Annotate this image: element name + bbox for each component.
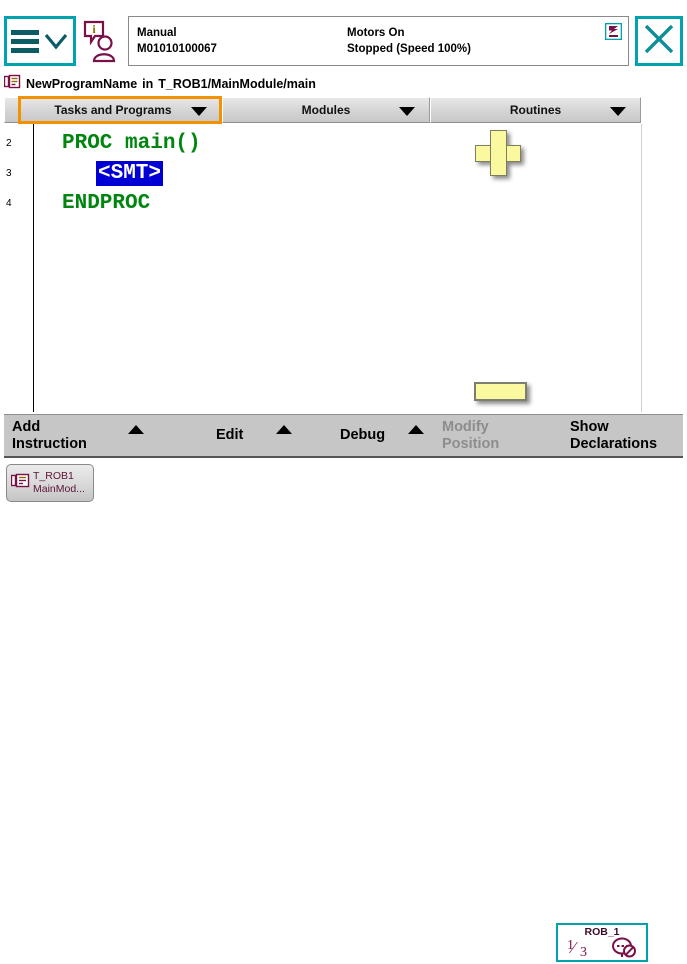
taskbar-item-t-rob1[interactable]: T_ROB1 MainMod... bbox=[6, 464, 94, 502]
add-instruction-button[interactable]: Add Instruction bbox=[4, 415, 174, 456]
code-line[interactable]: 2 PROC main() bbox=[4, 128, 641, 158]
axis-fraction: 1 ⁄ 3 bbox=[567, 938, 587, 960]
no-motion-icon bbox=[611, 935, 637, 964]
debug-label: Debug bbox=[340, 427, 386, 443]
code-text-selected[interactable]: <SMT> bbox=[96, 160, 164, 186]
program-code-editor[interactable]: 2 PROC main() 3 <SMT> 4 ENDPROC bbox=[4, 124, 642, 412]
chevron-down-icon bbox=[399, 107, 415, 116]
show-declarations-label-1: Show bbox=[570, 418, 609, 435]
chevron-down-icon bbox=[191, 107, 207, 116]
taskbar-item-line1: T_ROB1 bbox=[33, 470, 74, 482]
tab-tasks-and-programs-label: Tasks and Programs bbox=[54, 103, 172, 117]
operating-mode-label: Manual bbox=[137, 26, 177, 39]
chevron-down-icon bbox=[610, 107, 626, 116]
collapse-minus-button[interactable] bbox=[474, 382, 527, 401]
breadcrumb-separator: in bbox=[142, 77, 154, 91]
tab-routines-label: Routines bbox=[509, 103, 562, 117]
controller-id-label: M01010100067 bbox=[137, 42, 217, 55]
controller-status-panel[interactable]: Manual M01010100067 Motors On Stopped (S… bbox=[128, 16, 629, 66]
program-icon bbox=[3, 74, 21, 95]
status-left-column: Manual M01010100067 bbox=[137, 27, 347, 56]
breadcrumb: NewProgramName in T_ROB1/MainModule/main bbox=[3, 74, 683, 95]
edit-label: Edit bbox=[216, 427, 244, 443]
status-right-column: Motors On Stopped (Speed 100%) bbox=[347, 27, 620, 56]
line-number: 3 bbox=[6, 167, 12, 179]
tab-routines[interactable]: Routines bbox=[430, 97, 641, 123]
robot-status-panel[interactable]: ROB_1 1 ⁄ 3 bbox=[556, 923, 648, 962]
edit-button[interactable]: Edit bbox=[174, 415, 304, 456]
debug-button[interactable]: Debug bbox=[304, 415, 434, 456]
code-text: ENDPROC bbox=[62, 191, 151, 215]
run-state-label: Stopped (Speed 100%) bbox=[347, 42, 471, 55]
chevron-up-icon bbox=[128, 425, 144, 434]
close-button[interactable] bbox=[635, 16, 683, 66]
add-instruction-label-1: Add bbox=[12, 418, 41, 435]
chevron-up-icon bbox=[276, 425, 292, 434]
code-line[interactable]: 4 ENDPROC bbox=[4, 188, 641, 218]
show-declarations-label-2: Declarations bbox=[570, 435, 658, 452]
chevron-down-icon bbox=[43, 30, 69, 52]
tab-tasks-and-programs[interactable]: Tasks and Programs bbox=[4, 97, 222, 123]
chevron-up-icon bbox=[408, 425, 424, 434]
gutter-divider bbox=[33, 124, 34, 412]
close-icon bbox=[642, 22, 676, 61]
line-number: 4 bbox=[6, 197, 12, 209]
svg-text:i: i bbox=[92, 22, 96, 36]
hamburger-menu-icon bbox=[11, 29, 39, 53]
tab-modules[interactable]: Modules bbox=[222, 97, 430, 123]
code-line[interactable]: 3 <SMT> bbox=[4, 158, 641, 188]
tab-modules-label: Modules bbox=[301, 103, 351, 117]
show-declarations-button[interactable]: Show Declarations bbox=[562, 415, 682, 456]
motors-state-label: Motors On bbox=[347, 26, 405, 39]
breadcrumb-program-name: NewProgramName bbox=[26, 77, 138, 91]
line-number: 2 bbox=[6, 137, 12, 149]
taskbar-item-line2: MainMod... bbox=[33, 483, 85, 495]
flexpendant-screen: i Manual M01010100067 Motors On Stopped … bbox=[0, 16, 687, 962]
modify-position-button: Modify Position bbox=[434, 415, 562, 456]
main-menu-button[interactable] bbox=[4, 16, 76, 66]
taskbar: T_ROB1 MainMod... ROB_1 1 ⁄ 3 bbox=[0, 460, 687, 962]
code-text: PROC main() bbox=[62, 131, 201, 155]
breadcrumb-path: T_ROB1/MainModule/main bbox=[158, 77, 316, 91]
modify-position-label-1: Modify bbox=[442, 418, 489, 435]
task-status-icon bbox=[604, 22, 623, 41]
status-bar: i Manual M01010100067 Motors On Stopped … bbox=[4, 16, 683, 71]
axis-fraction-denominator: 3 bbox=[580, 945, 587, 960]
selector-tab-bar: Tasks and Programs Modules Routines bbox=[4, 97, 641, 123]
add-instruction-label-2: Instruction bbox=[12, 435, 87, 452]
add-instruction-plus-button[interactable] bbox=[475, 130, 521, 176]
operator-info-icon[interactable]: i bbox=[76, 16, 124, 66]
modify-position-label-2: Position bbox=[442, 435, 500, 452]
action-toolbar: Add Instruction Edit Debug Modify Positi… bbox=[4, 414, 683, 458]
module-icon bbox=[10, 471, 30, 495]
bottom-strip bbox=[0, 506, 687, 526]
